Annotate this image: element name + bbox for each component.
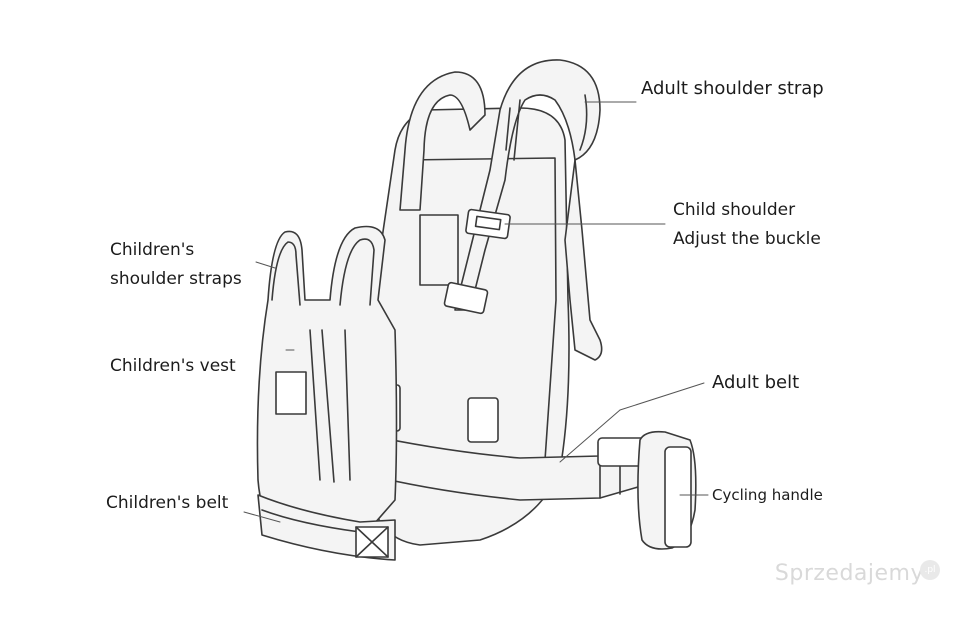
label-cycling-handle: Cycling handle <box>712 486 823 504</box>
leader-adult-belt <box>619 382 705 411</box>
childrens-vest-shape <box>256 225 398 541</box>
label-child-shoulder-line1: Child shoulder <box>673 200 796 220</box>
leader-adult-belt-diag <box>559 409 621 463</box>
adult-shoulder-straps <box>399 59 603 361</box>
watermark-badge: .pl <box>920 560 940 580</box>
label-adult-shoulder-strap: Adult shoulder strap <box>641 78 824 99</box>
watermark-text: Sprzedajemy <box>774 561 924 586</box>
leader-childrens-belt <box>243 511 281 523</box>
label-childrens-belt: Children's belt <box>106 493 229 513</box>
leader-childrens-shoulder <box>255 261 276 269</box>
label-child-shoulder-line2: Adjust the buckle <box>673 229 821 249</box>
label-adult-belt: Adult belt <box>712 372 800 393</box>
label-childrens-shoulder-line2: shoulder straps <box>110 269 242 289</box>
leader-lines <box>243 101 709 523</box>
adult-vest-back <box>369 107 570 546</box>
label-childrens-vest: Children's vest <box>110 356 236 376</box>
label-childrens-shoulder-line1: Children's <box>110 240 195 260</box>
childrens-belt-shape <box>257 494 396 561</box>
cycling-handle-shape <box>637 430 697 550</box>
